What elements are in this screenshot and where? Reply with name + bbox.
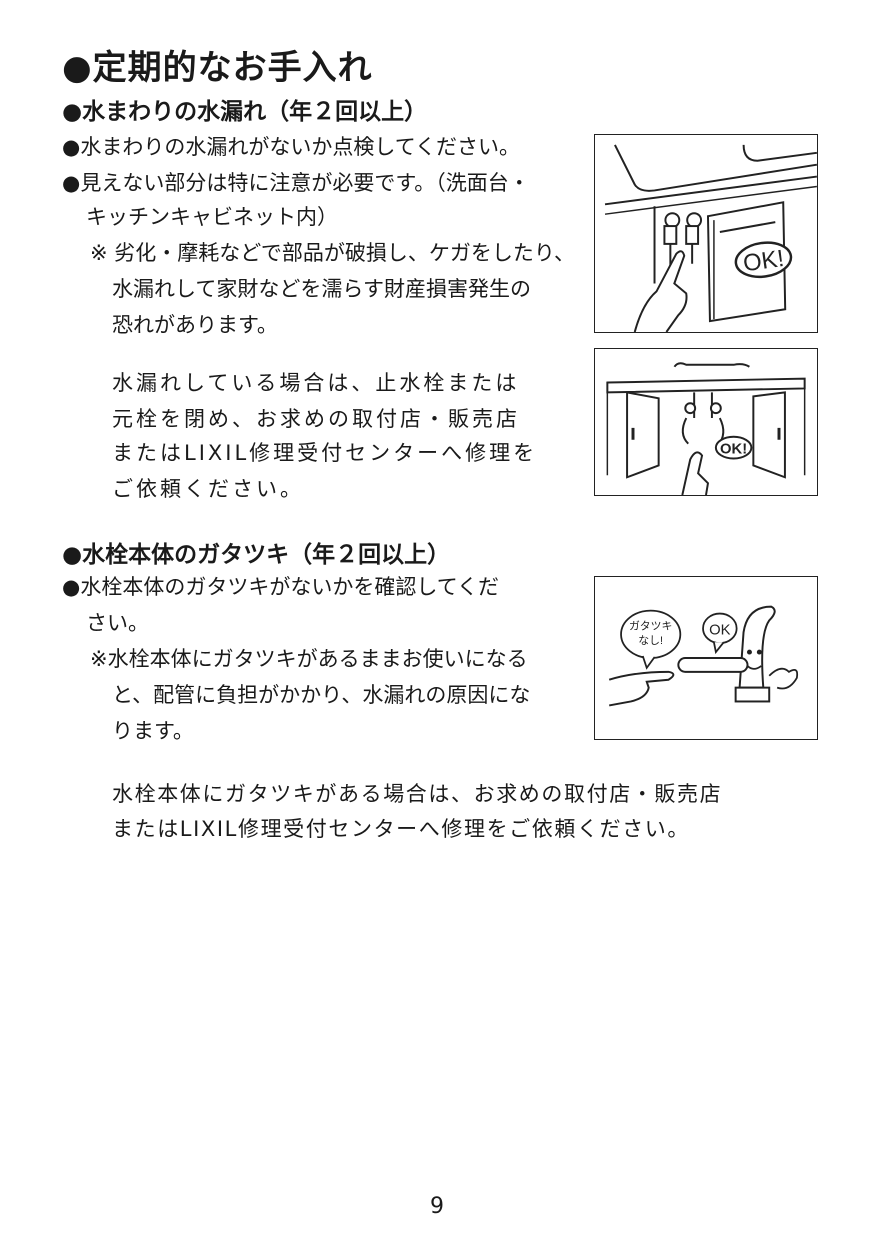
section2-line-1: ●水栓本体のガタツキがないかを確認してくだ bbox=[62, 575, 500, 599]
section2-note-1: 水栓本体にガタツキがある場合は、お求めの取付店・販売店 bbox=[112, 782, 723, 806]
section1-note-1: 水漏れしている場合は、止水栓または bbox=[112, 371, 520, 395]
fig1-ok-label: OK! bbox=[741, 245, 785, 277]
page-number: 9 bbox=[430, 1194, 444, 1219]
section1-note-2: 元栓を閉め、お求めの取付店・販売店 bbox=[112, 407, 520, 431]
section2-heading: ●水栓本体のガタツキ（年２回以上） bbox=[62, 542, 451, 568]
section2-warning-3: ります。 bbox=[112, 719, 194, 743]
kitchen-cabinet-illustration: OK! bbox=[606, 362, 806, 495]
section2-note-2: またはLIXIL修理受付センターへ修理をご依頼ください。 bbox=[112, 817, 690, 841]
kitchen-cabinet-figure: OK! bbox=[594, 348, 818, 496]
section2-warning-1: ※水栓本体にガタツキがあるままお使いになる bbox=[90, 647, 528, 671]
section1-warning-2: 水漏れして家財などを濡らす財産損害発生の bbox=[112, 277, 531, 301]
fig3-ok-label: OK bbox=[709, 622, 731, 638]
section1-line-3: キッチンキャビネット内） bbox=[86, 205, 338, 229]
section1-heading: ●水まわりの水漏れ（年２回以上） bbox=[62, 99, 428, 125]
fig3-bubble-line1: ガタツキ bbox=[629, 619, 672, 632]
section1-line-2: ●見えない部分は特に注意が必要です。（洗面台・ bbox=[62, 171, 530, 195]
section2-warning-2: と、配管に負担がかかり、水漏れの原因にな bbox=[112, 683, 531, 707]
page-title: ●定期的なお手入れ bbox=[62, 48, 373, 88]
faucet-wobble-figure: ガタツキ なし! OK bbox=[594, 576, 818, 740]
section1-note-3: またはLIXIL修理受付センターへ修理を bbox=[112, 441, 538, 465]
section1-note-4: ご依頼ください。 bbox=[112, 477, 304, 501]
fig2-ok-label: OK! bbox=[720, 442, 747, 458]
faucet-illustration: ガタツキ なし! OK bbox=[608, 605, 799, 707]
section1-warning-1: ※ 劣化・摩耗などで部品が破損し、ケガをしたり、 bbox=[90, 241, 576, 265]
fig3-bubble-line2: なし! bbox=[638, 634, 663, 647]
section1-warning-3: 恐れがあります。 bbox=[112, 313, 278, 337]
section2-line-2: さい。 bbox=[86, 611, 149, 635]
cabinet-inspection-figure: OK! bbox=[594, 134, 818, 333]
cabinet-illustration: OK! bbox=[604, 144, 817, 332]
section1-line-1: ●水まわりの水漏れがないか点検してください。 bbox=[62, 135, 521, 159]
